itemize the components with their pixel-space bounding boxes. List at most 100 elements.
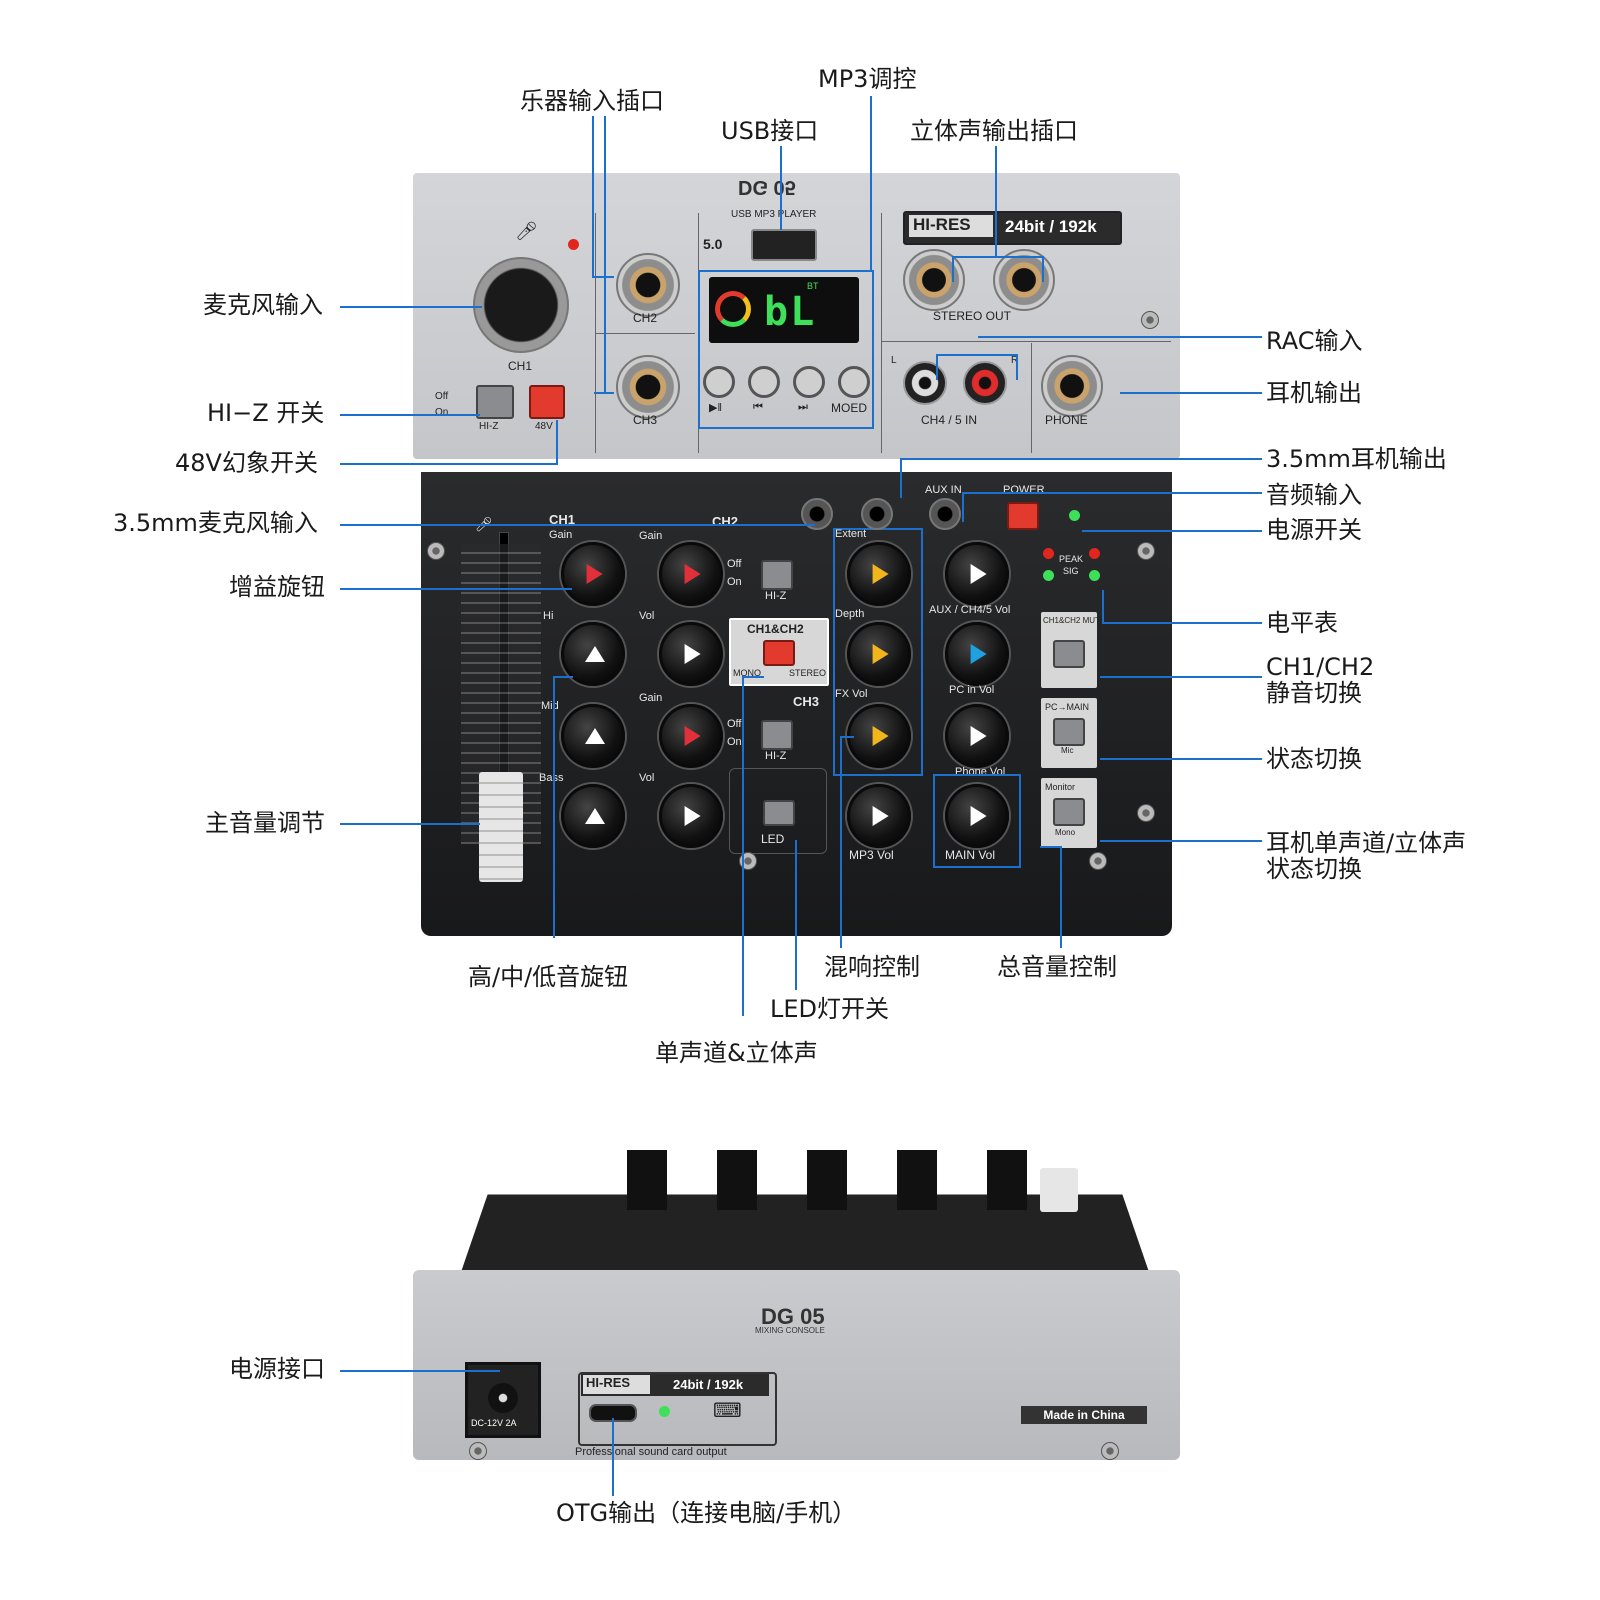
leader-line	[962, 492, 1262, 494]
callout-level-meter: 电平表	[1266, 609, 1338, 637]
knob-pointer	[872, 644, 889, 664]
knob-pointer	[585, 728, 605, 744]
aux-vol-knob[interactable]	[945, 542, 1009, 606]
phone-vol-knob[interactable]	[945, 704, 1009, 768]
ch3-instrument-jack[interactable]	[616, 355, 680, 419]
model-label: DG 05	[738, 176, 796, 198]
leader-line	[592, 276, 614, 278]
ch1ch2-mute-switch[interactable]	[1053, 640, 1085, 668]
usb-port[interactable]	[751, 229, 817, 261]
leader-line	[594, 392, 614, 394]
ch1-mid-knob[interactable]	[561, 704, 625, 768]
screw	[1137, 804, 1155, 822]
knob-pointer	[970, 806, 987, 826]
callout-stereo-out: 立体声输出插口	[910, 117, 1078, 145]
leader-line	[742, 676, 764, 678]
knob-pointer	[970, 644, 987, 664]
ch2-instrument-jack[interactable]	[616, 253, 680, 317]
main-vol-knob[interactable]	[945, 784, 1009, 848]
power-switch[interactable]	[1007, 502, 1039, 530]
made-in-label: Made in China	[1021, 1406, 1147, 1424]
monitor-mode-switch[interactable]	[1053, 798, 1085, 826]
vol-label: Vol	[639, 772, 655, 784]
leader-line	[592, 116, 594, 276]
ch1-hi-knob[interactable]	[561, 622, 625, 686]
phantom-48v-switch[interactable]	[529, 385, 565, 419]
ch1-gain-knob[interactable]	[561, 542, 625, 606]
aux-in-label: AUX IN	[925, 484, 962, 496]
rca-left-jack[interactable]	[903, 361, 947, 405]
stereo-out-label: STEREO OUT	[933, 309, 1012, 323]
leader-line	[995, 146, 997, 256]
knob-pointer	[970, 726, 987, 746]
ch3-hiz-switch[interactable]	[761, 720, 793, 750]
knob-pointer	[970, 564, 987, 584]
pc-in-vol-knob[interactable]	[945, 622, 1009, 686]
callout-phantom-48v: 48V幻象开关	[175, 449, 318, 477]
callout-mute-1: CH1/CH2	[1266, 653, 1375, 681]
callout-state-switch: 状态切换	[1266, 745, 1362, 773]
knob-pointer	[684, 726, 701, 746]
peak-led-right	[1089, 548, 1100, 559]
screw	[1101, 1442, 1119, 1460]
fx-depth-knob[interactable]	[847, 622, 911, 686]
depth-label: Depth	[835, 608, 865, 620]
xlr-combo-jack[interactable]	[473, 257, 569, 353]
leader-line	[936, 354, 1018, 356]
stereo-out-right-jack[interactable]	[993, 249, 1055, 311]
leader-line	[553, 676, 573, 678]
mono-stereo-switch[interactable]	[763, 640, 795, 666]
ch2-gain-knob[interactable]	[659, 542, 723, 606]
prev-button[interactable]	[748, 366, 780, 398]
leader-line	[604, 116, 606, 392]
mono-label: MONO	[733, 668, 761, 678]
rca-right-jack[interactable]	[963, 361, 1007, 405]
leader-line	[780, 146, 782, 230]
ch2-hiz-switch[interactable]	[761, 560, 793, 590]
next-button[interactable]	[793, 366, 825, 398]
headphone-35-jack[interactable]	[861, 498, 893, 530]
ch3-gain-knob[interactable]	[659, 704, 723, 768]
fx-vol-label: FX Vol	[835, 688, 868, 700]
leader-line	[553, 676, 555, 938]
mode-button[interactable]	[838, 366, 870, 398]
mp3-vol-knob[interactable]	[847, 784, 911, 848]
leader-line	[795, 840, 797, 990]
callout-otg-output: OTG输出（连接电脑/手机）	[556, 1499, 857, 1527]
hires-label: HI-RES	[909, 215, 993, 237]
phone-label: PHONE	[1045, 413, 1088, 427]
rear-bitrate-label: 24bit / 192k	[673, 1377, 744, 1392]
callout-headphone-35: 3.5mm耳机输出	[1266, 445, 1447, 473]
divider	[881, 213, 882, 453]
fx-extent-knob[interactable]	[847, 542, 911, 606]
callout-instrument-input: 乐器输入插口	[520, 87, 664, 115]
display-screen: BT bL	[709, 277, 859, 343]
ch2-vol-knob[interactable]	[659, 622, 723, 686]
main-vol-label: MAIN Vol	[945, 848, 996, 862]
main-fader-handle[interactable]	[479, 772, 523, 882]
stereo-out-left-jack[interactable]	[903, 249, 965, 311]
led-switch[interactable]	[763, 800, 795, 826]
knob-pointer	[684, 806, 701, 826]
play-pause-button[interactable]	[703, 366, 735, 398]
leader-line	[1102, 622, 1262, 624]
callout-mute-2: 静音切换	[1266, 679, 1362, 707]
leader-line	[556, 420, 558, 465]
fx-to-ch-knob[interactable]	[847, 704, 911, 768]
monitor-label: Monitor	[1045, 782, 1076, 792]
ch1-bass-knob[interactable]	[561, 784, 625, 848]
leader-line	[1082, 530, 1262, 532]
hiz-switch[interactable]	[476, 385, 514, 419]
off-label: Off	[727, 718, 742, 730]
gain-label: Gain	[639, 692, 663, 704]
aux-in-jack[interactable]	[929, 498, 961, 530]
ch3-vol-knob[interactable]	[659, 784, 723, 848]
pc-main-switch[interactable]	[1053, 718, 1085, 746]
mute-label: CH1&CH2 MUTE	[1043, 616, 1106, 625]
leader-line	[340, 524, 815, 526]
callout-led-switch: LED灯开关	[770, 995, 890, 1023]
sig-label: SIG	[1063, 566, 1079, 576]
divider	[881, 341, 1171, 342]
phone-jack[interactable]	[1041, 355, 1103, 417]
callout-mic-input: 麦克风输入	[203, 291, 323, 319]
